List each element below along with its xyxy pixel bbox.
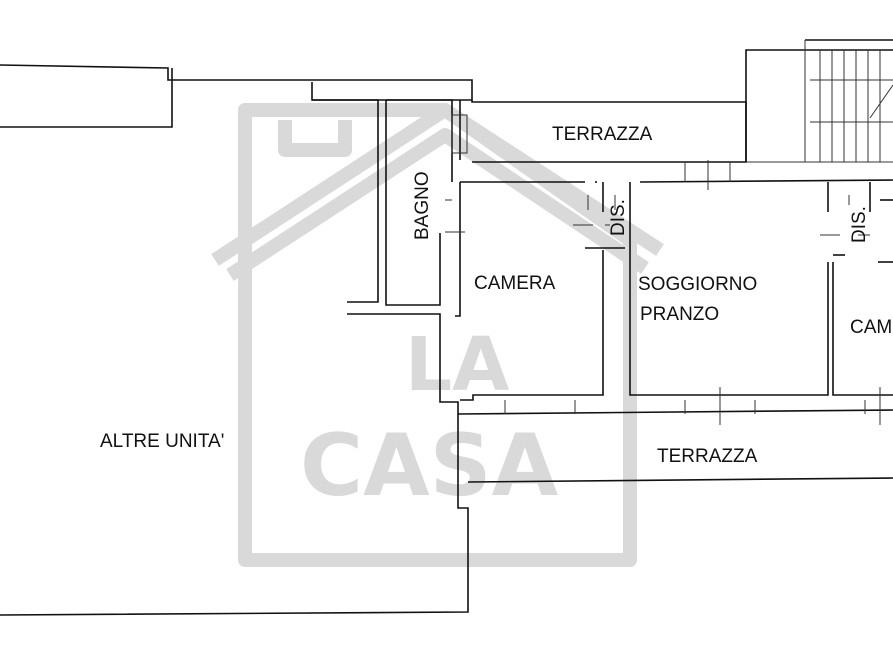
room-label-dis-1: DIS. [608,199,629,236]
room-label-terrazza-top: TERRAZZA [552,124,653,145]
room-label-pranzo: PRANZO [640,304,719,325]
watermark-text-casa: CASA [300,416,559,516]
room-label-terrazza-bottom: TERRAZZA [657,446,758,467]
walls [0,39,893,616]
room-label-soggiorno: SOGGIORNO [638,274,757,295]
room-label-altre-unita: ALTRE UNITA' [100,431,224,452]
watermark-logo: LA CASA [211,103,664,567]
room-label-bagno: BAGNO [412,171,433,240]
room-label-camera-partial: CAM [850,317,892,338]
room-label-camera: CAMERA [474,273,556,294]
watermark-text-la: LA [405,322,509,408]
room-label-dis-2: DIS. [849,206,870,243]
room-labels: ALTRE UNITA' BAGNO CAMERA DIS. DIS. SOGG… [100,124,892,467]
